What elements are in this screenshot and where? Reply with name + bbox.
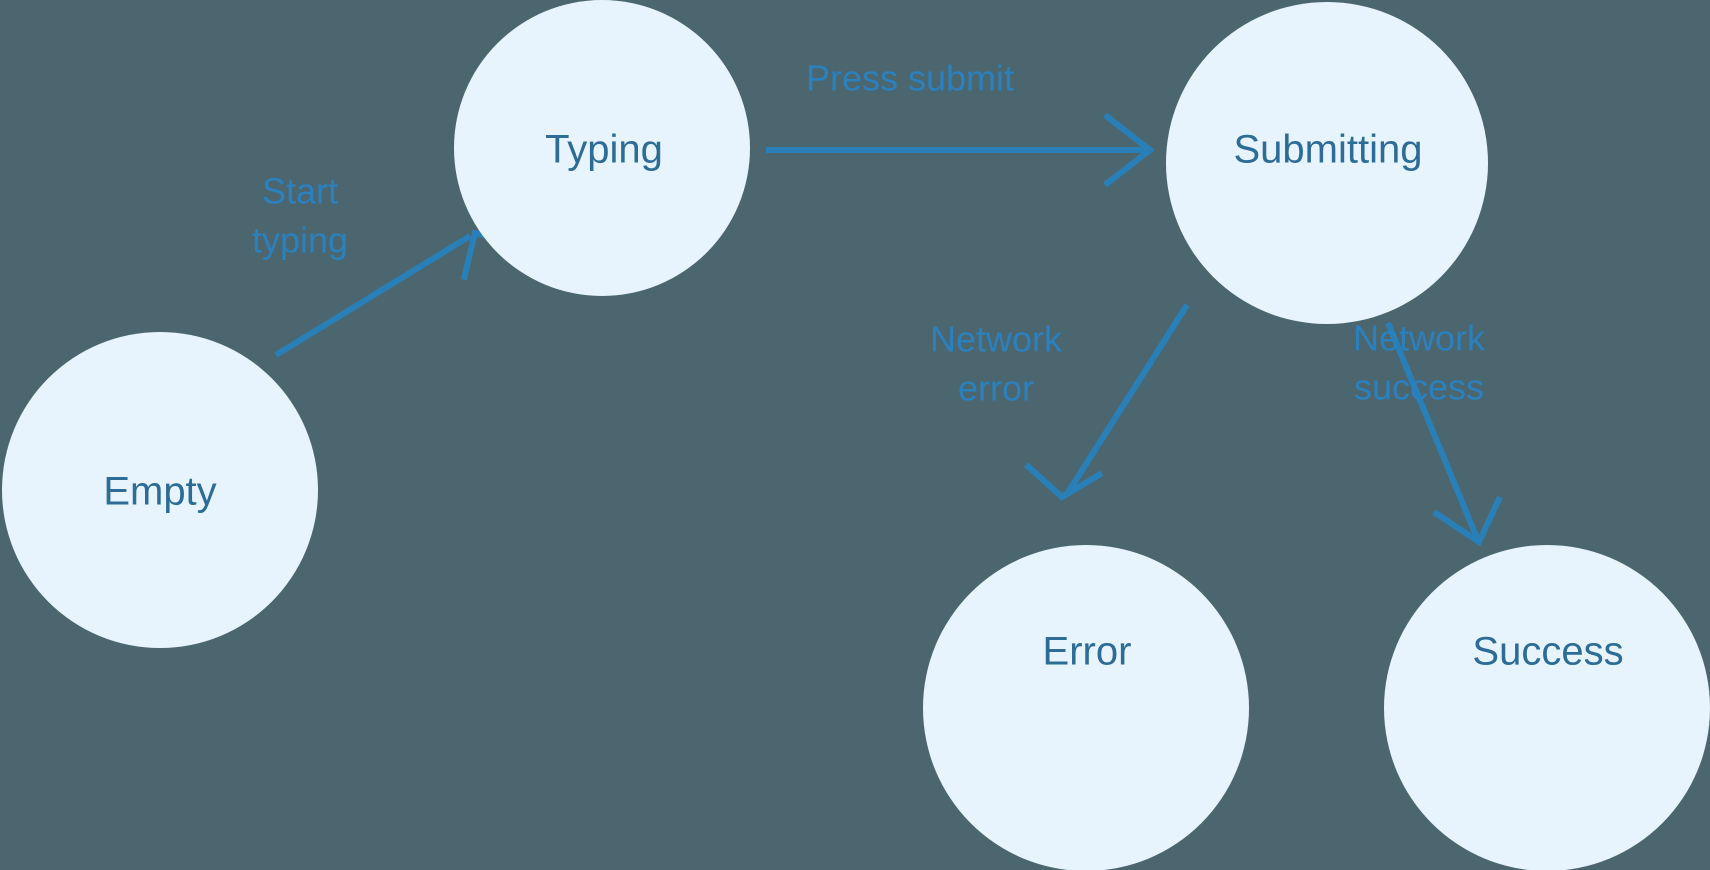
state-node-success-label: Success [1472, 630, 1623, 674]
transition-label-network-success-line2: success [1354, 367, 1484, 408]
transition-label-press-submit-line1: Press submit [806, 58, 1014, 99]
state-node-typing-label: Typing [545, 128, 663, 172]
transition-label-start-typing-line1: Start [262, 171, 338, 212]
transition-network-success-line [1385, 321, 1480, 540]
state-node-empty-circle [2, 332, 318, 648]
transition-label-network-success-line1: Network [1353, 318, 1486, 359]
transition-network-success-arrowhead [1432, 495, 1503, 547]
transition-label-start-typing: Start typing [252, 171, 348, 261]
state-node-empty[interactable]: Empty [2, 332, 318, 648]
state-node-submitting[interactable]: Submitting [1166, 2, 1488, 324]
state-node-typing[interactable]: Typing [454, 0, 750, 296]
state-node-submitting-circle [1166, 2, 1488, 324]
transition-network-error-arrowhead [1024, 462, 1104, 501]
transition-label-network-success: Network success [1353, 318, 1486, 408]
state-node-error-label: Error [1043, 630, 1132, 674]
state-node-typing-circle [454, 0, 750, 296]
state-node-empty-label: Empty [103, 470, 216, 514]
state-node-submitting-label: Submitting [1234, 128, 1423, 172]
state-node-error[interactable]: Error [923, 545, 1249, 870]
transition-network-error[interactable] [1022, 303, 1190, 502]
transition-label-network-error-line1: Network [930, 319, 1063, 360]
state-node-success-circle [1384, 545, 1710, 870]
state-node-error-circle [923, 545, 1249, 870]
transition-network-error-line [1064, 303, 1190, 496]
transition-start-typing-line [274, 233, 472, 358]
transition-network-success[interactable] [1385, 321, 1503, 547]
transition-label-start-typing-line2: typing [252, 220, 348, 261]
transition-press-submit-arrowhead [1103, 112, 1155, 188]
transition-press-submit[interactable] [766, 112, 1155, 188]
state-node-success[interactable]: Success [1384, 545, 1710, 870]
transition-label-network-error: Network error [930, 319, 1063, 409]
transition-label-network-error-line2: error [958, 368, 1034, 409]
transition-label-press-submit: Press submit [806, 58, 1014, 99]
